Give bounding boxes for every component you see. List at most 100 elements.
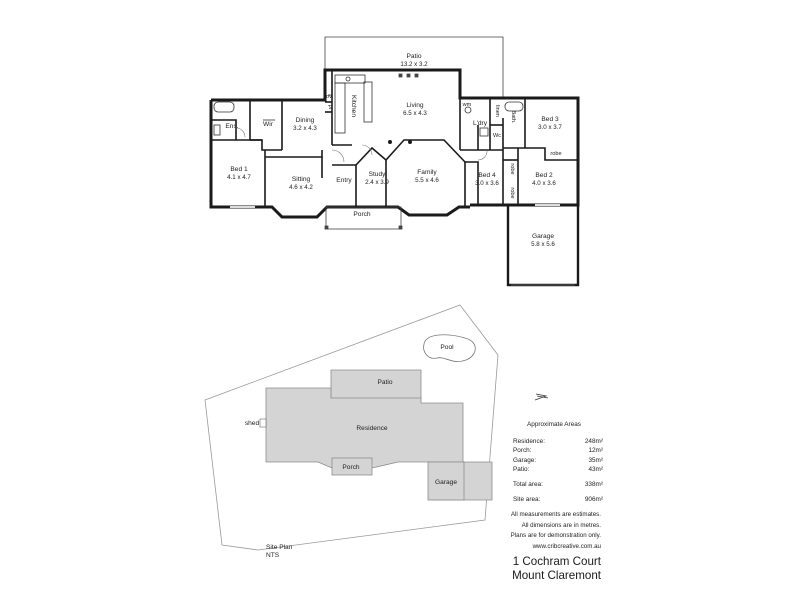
area-value: 248m² bbox=[584, 438, 603, 446]
linen-label: linen bbox=[494, 105, 500, 117]
bed1-dims: 4.1 x 4.7 bbox=[227, 174, 251, 181]
site-plan: Pool Patio Residence Porch Garage shed bbox=[204, 304, 549, 551]
area-row-total: Total area: 338m² bbox=[513, 480, 603, 489]
address-line-2: Mount Claremont bbox=[512, 568, 601, 582]
site-plan-scale: NTS bbox=[266, 552, 280, 560]
kitchen-bench bbox=[334, 74, 366, 84]
site-porch-label: Porch bbox=[342, 464, 360, 471]
site-garage-label: Garage bbox=[435, 479, 457, 486]
address-line-1: 1 Cochram Court bbox=[512, 555, 601, 568]
laundry-label: L'dry bbox=[473, 120, 488, 127]
oven-label: ov bbox=[326, 94, 332, 100]
area-value: 35m² bbox=[588, 456, 603, 464]
dining-dims: 3.2 x 4.3 bbox=[293, 125, 317, 132]
area-label: Patio: bbox=[513, 465, 530, 473]
bed4-dims: 3.0 x 3.6 bbox=[475, 180, 499, 187]
kitchen-label: Kitchen bbox=[350, 95, 357, 117]
porch-outline bbox=[324, 206, 403, 230]
door-swing bbox=[331, 149, 345, 163]
bed2-dims: 4.0 x 3.6 bbox=[532, 180, 556, 187]
patio-post bbox=[414, 73, 419, 78]
house-wall bbox=[386, 205, 470, 217]
garage-dims: 5.8 x 5.6 bbox=[531, 241, 555, 248]
toilet bbox=[213, 124, 221, 136]
bed2-name: Bed 2 bbox=[535, 172, 553, 179]
site-shed bbox=[259, 418, 267, 428]
sitting-name: Sitting bbox=[292, 176, 311, 183]
openings bbox=[230, 127, 560, 208]
kitchen-island bbox=[363, 81, 373, 123]
site-shed-label: shed bbox=[245, 420, 260, 427]
wc-label: Wc bbox=[493, 133, 501, 139]
area-value: 12m² bbox=[588, 447, 603, 455]
site-residence-label: Residence bbox=[356, 425, 387, 432]
robe-label-bed2: robe bbox=[509, 163, 515, 174]
area-row-porch: Porch: 12m² bbox=[513, 446, 603, 455]
pool-outline bbox=[423, 334, 476, 362]
area-value: 906m² bbox=[584, 496, 603, 504]
note-line: Plans are for demonstration only. bbox=[510, 532, 601, 540]
area-row-residence: Residence: 248m² bbox=[513, 437, 603, 446]
bath-label: Bath. bbox=[510, 110, 516, 124]
note-line: All dimensions are in metres. bbox=[521, 521, 601, 529]
kitchen-bench bbox=[334, 82, 346, 134]
site-porch bbox=[331, 457, 373, 476]
floor-plan bbox=[324, 36, 504, 98]
ensuite-bath bbox=[213, 101, 235, 113]
robe-label-bed3: robe bbox=[550, 151, 561, 157]
exterior-walls bbox=[209, 68, 580, 219]
site-patio bbox=[330, 369, 422, 401]
study-name: Study bbox=[369, 171, 387, 178]
note-line: All measurements are estimates. bbox=[510, 511, 601, 518]
room-labels: Patio 13.2 x 3.2 Living 6.5 x 4.3 Dining… bbox=[225, 53, 562, 248]
area-label: Total area: bbox=[513, 481, 543, 489]
living-name: Living bbox=[406, 102, 424, 109]
area-label: Porch: bbox=[513, 447, 532, 455]
door-swing bbox=[361, 144, 373, 156]
door-swing bbox=[477, 150, 488, 161]
property-address: 1 Cochram Court Mount Claremont bbox=[470, 555, 601, 582]
patio-post bbox=[398, 73, 403, 78]
site-garage bbox=[427, 461, 465, 501]
robe-label-bed4: robe bbox=[509, 187, 515, 198]
bed3-dims: 3.0 x 3.7 bbox=[538, 124, 562, 131]
bed1-name: Bed 1 bbox=[230, 166, 248, 173]
door-swing bbox=[235, 127, 246, 138]
area-label: Site area: bbox=[513, 496, 541, 504]
porch-label: Porch bbox=[353, 211, 371, 218]
site-boundary bbox=[204, 304, 499, 551]
patio-dims: 13.2 x 3.2 bbox=[400, 61, 428, 68]
column bbox=[388, 140, 392, 144]
interior-walls bbox=[211, 70, 578, 207]
entry-label: Entry bbox=[336, 177, 352, 184]
house-wall bbox=[211, 68, 580, 207]
study-dims: 2.4 x 3.9 bbox=[365, 179, 389, 186]
area-row-site: Site area: 906m² bbox=[513, 495, 603, 504]
bed4-name: Bed 4 bbox=[478, 172, 496, 179]
area-label: Garage: bbox=[513, 456, 537, 464]
wm-label: wm bbox=[462, 102, 472, 108]
bath-tub bbox=[504, 101, 524, 112]
area-value: 338m² bbox=[584, 481, 603, 489]
laundry-tub bbox=[464, 106, 472, 114]
disclaimer-notes: All measurements are estimates. All dime… bbox=[480, 510, 601, 552]
site-plan-title: Site Plan bbox=[266, 544, 293, 551]
pantry-label: pt bbox=[327, 105, 333, 110]
garage-name: Garage bbox=[532, 233, 554, 240]
dining-name: Dining bbox=[296, 117, 315, 124]
sink bbox=[345, 76, 351, 82]
house-wall bbox=[209, 100, 333, 219]
fixtures bbox=[213, 74, 524, 137]
sitting-dims: 4.6 x 4.2 bbox=[289, 184, 313, 191]
areas-table: Approximate Areas Residence: 248m² Porch… bbox=[513, 420, 603, 504]
website-link[interactable]: www.cribcreative.com.au bbox=[532, 542, 601, 550]
north-arrow-icon bbox=[534, 393, 549, 401]
wc-toilet bbox=[479, 127, 489, 137]
wir-label: Wir bbox=[263, 121, 274, 128]
family-name: Family bbox=[417, 169, 437, 176]
family-dims: 5.5 x 4.6 bbox=[415, 177, 439, 184]
area-value: 43m² bbox=[588, 465, 603, 473]
area-label: Residence: bbox=[513, 438, 545, 446]
